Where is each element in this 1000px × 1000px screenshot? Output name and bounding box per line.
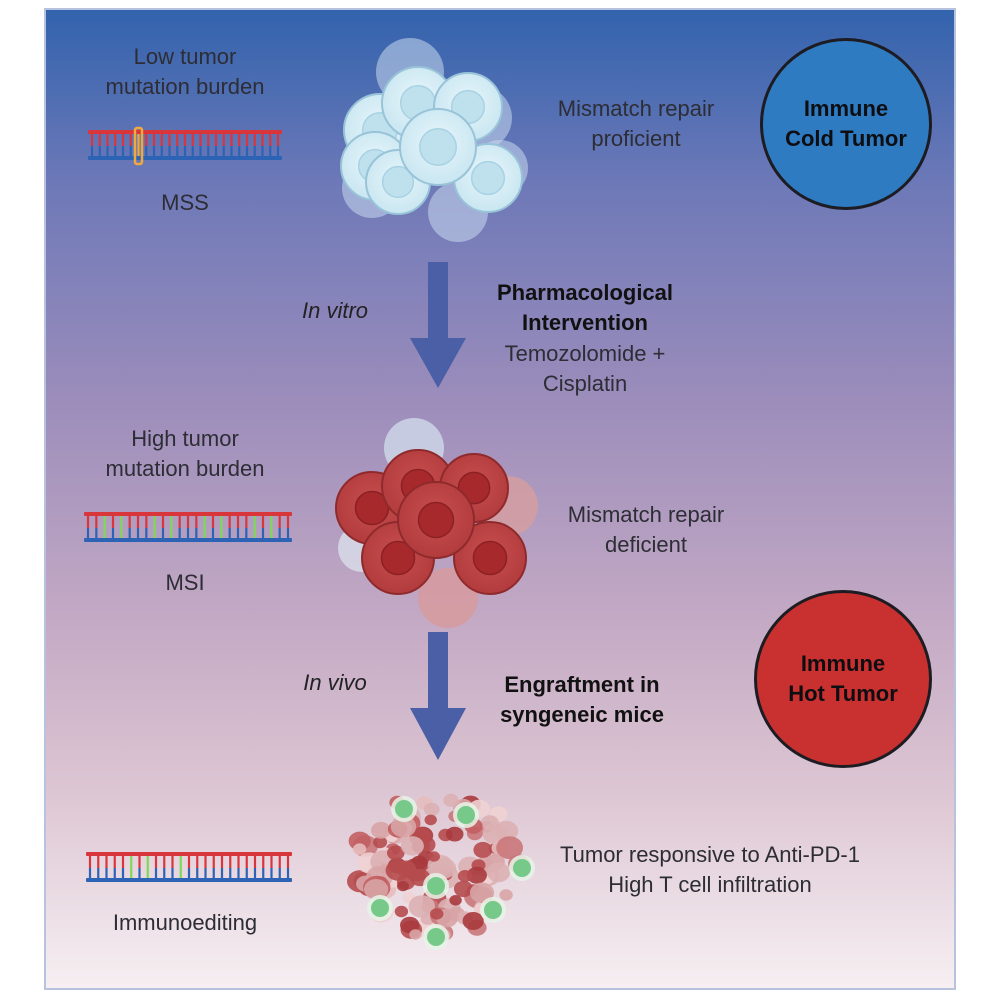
- infiltrated-tumor-icon: [347, 793, 535, 950]
- mss-label: MSS: [161, 190, 209, 215]
- dna-msi-icon: [84, 512, 292, 542]
- down-arrow-icon: [410, 262, 466, 388]
- in-vitro-label: In vitro: [301, 298, 369, 323]
- dna-immunoediting-icon: [86, 852, 292, 882]
- repair-deficient-label: Mismatch repair deficient: [567, 502, 725, 557]
- high-burden-label: High tumor mutation burden: [105, 426, 265, 481]
- immune-cold-tumor-badge: Immune Cold Tumor: [760, 38, 932, 210]
- repair-proficient-label: Mismatch repair proficient: [557, 96, 715, 151]
- tumor-cluster-deficient-icon: [335, 418, 538, 628]
- in-vivo-label: In vivo: [303, 670, 367, 695]
- down-arrow-icon: [410, 632, 466, 760]
- pharmacological-intervention-heading: Pharmacological Intervention: [496, 280, 674, 335]
- tumor-response-label: Tumor responsive to Anti-PD-1 High T cel…: [560, 842, 860, 897]
- low-burden-label: Low tumor mutation burden: [105, 44, 265, 99]
- immunoediting-label: Immunoediting: [112, 910, 258, 935]
- engraftment-heading: Engraftment in syngeneic mice: [500, 672, 664, 727]
- dna-mss-icon: [88, 126, 282, 166]
- immune-hot-tumor-badge: Immune Hot Tumor: [754, 590, 932, 768]
- drug-combination-label: Temozolomide + Cisplatin: [504, 341, 666, 396]
- msi-label: MSI: [165, 570, 205, 595]
- tumor-cluster-proficient-icon: [340, 38, 528, 242]
